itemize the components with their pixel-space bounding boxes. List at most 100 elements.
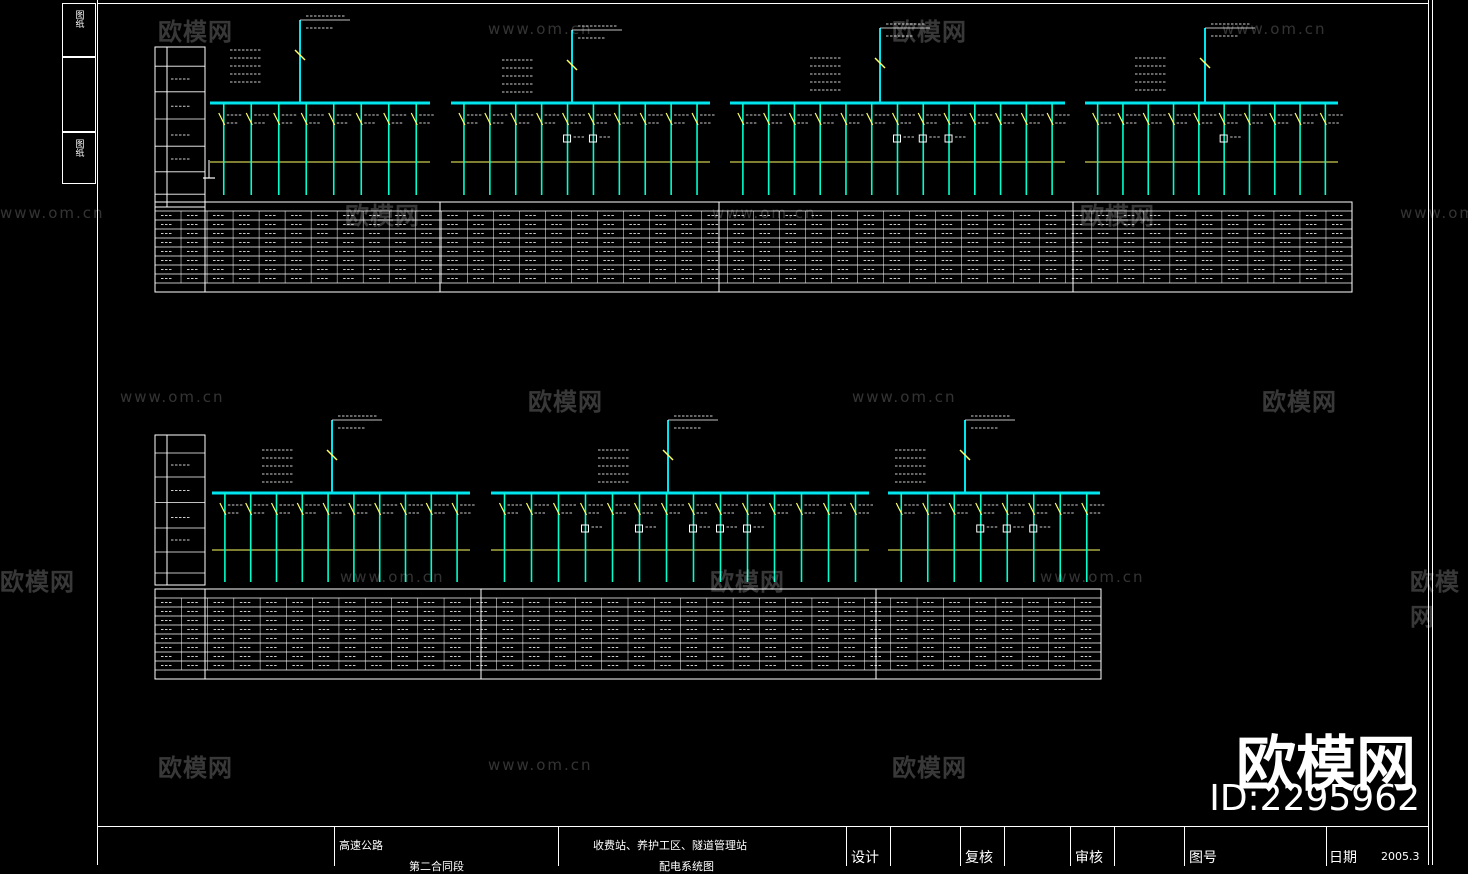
- breaker-icon: [1092, 112, 1100, 126]
- breaker-icon: [218, 112, 226, 126]
- breaker-icon: [1046, 112, 1054, 126]
- legend-panel: [154, 46, 206, 208]
- meter-icon: [581, 524, 589, 533]
- incoming-breaker-icon: [566, 59, 578, 71]
- title-block-design-sign: [890, 827, 960, 866]
- breaker-icon: [355, 112, 363, 126]
- breaker-icon: [425, 502, 433, 516]
- breaker-icon: [714, 502, 723, 516]
- breaker-icon: [451, 502, 459, 516]
- project-section: 第二合同段: [409, 860, 464, 873]
- breaker-icon: [579, 502, 588, 516]
- breaker-icon: [866, 112, 874, 126]
- meter-icon: [1002, 524, 1011, 533]
- meter-icon: [1029, 524, 1038, 533]
- legend-panel: [154, 434, 206, 586]
- meter-icon: [563, 134, 572, 143]
- breaker-icon: [525, 502, 534, 516]
- drawing-subtitle: 配电系统图: [659, 860, 714, 873]
- brand-logo: 欧模网: [1236, 730, 1416, 800]
- title-block-approve-cell: 审核: [1070, 827, 1114, 866]
- breaker-icon: [943, 112, 951, 126]
- breaker-icon: [219, 502, 227, 516]
- meter-icon: [716, 524, 724, 533]
- title-block-drawing-cell: 收费站、养护工区、隧道管理站 配电系统图: [558, 827, 846, 873]
- breaker-icon: [795, 502, 804, 516]
- breaker-icon: [922, 502, 930, 516]
- breaker-icon: [536, 112, 544, 126]
- breaker-icon: [840, 112, 848, 126]
- breaker-icon: [1081, 502, 1089, 516]
- breaker-icon: [1001, 502, 1009, 516]
- title-block-design-cell: 设计: [846, 827, 890, 866]
- breaker-icon: [374, 502, 382, 516]
- breaker-icon: [814, 112, 822, 126]
- side-tab-label: 图纸: [73, 139, 84, 157]
- review-label: 复核: [965, 850, 993, 866]
- breaker-icon: [1319, 112, 1327, 126]
- breaker-icon: [1117, 112, 1125, 126]
- breaker-icon: [1193, 112, 1201, 126]
- breaker-icon: [587, 112, 595, 126]
- incoming-breaker-icon: [326, 449, 338, 461]
- breaker-icon: [737, 112, 745, 126]
- title-block-review-sign: [1004, 827, 1070, 866]
- title-block-approve-sign: [1114, 827, 1184, 866]
- design-label: 设计: [851, 850, 879, 866]
- breaker-icon: [1243, 112, 1251, 126]
- breaker-icon: [383, 112, 391, 126]
- meter-icon: [918, 134, 927, 143]
- breaker-icon: [639, 112, 647, 126]
- breaker-icon: [552, 502, 561, 516]
- breaker-icon: [822, 502, 831, 516]
- breaker-icon: [1054, 502, 1062, 516]
- breaker-icon: [741, 502, 750, 516]
- breaker-icon: [917, 112, 925, 126]
- breaker-icon: [763, 112, 771, 126]
- incoming-breaker-icon: [1199, 57, 1211, 69]
- meter-icon: [689, 524, 697, 533]
- breaker-icon: [1168, 112, 1176, 126]
- drawing-no-label: 图号: [1189, 850, 1217, 866]
- meter-icon: [635, 524, 643, 533]
- breaker-icon: [687, 502, 696, 516]
- approve-label: 审核: [1075, 850, 1103, 866]
- meter-icon: [1219, 134, 1228, 143]
- side-tab-middle: [62, 57, 96, 132]
- breaker-icon: [562, 112, 570, 126]
- breaker-icon: [328, 112, 336, 126]
- title-block-review-cell: 复核: [960, 827, 1004, 866]
- breaker-icon: [296, 502, 304, 516]
- breaker-icon: [633, 502, 642, 516]
- breaker-icon: [969, 112, 977, 126]
- breaker-icon: [348, 502, 356, 516]
- breaker-icon: [1028, 502, 1036, 516]
- date-label: 日期: [1329, 850, 1357, 866]
- meter-icon: [976, 524, 985, 533]
- breaker-icon: [895, 502, 903, 516]
- breaker-icon: [1142, 112, 1150, 126]
- breaker-icon: [410, 112, 418, 126]
- breaker-icon: [768, 502, 777, 516]
- breaker-icon: [788, 112, 796, 126]
- breaker-icon: [1020, 112, 1028, 126]
- frame-right-border: [1428, 0, 1429, 865]
- project-name: 高速公路: [339, 839, 383, 852]
- meter-icon: [893, 134, 901, 143]
- breaker-icon: [510, 112, 518, 126]
- breaker-icon: [665, 112, 673, 126]
- breaker-icon: [399, 502, 408, 516]
- incoming-breaker-icon: [874, 57, 886, 69]
- drawing-title: 收费站、养护工区、隧道管理站: [593, 839, 747, 852]
- side-tab-top: 图纸: [62, 3, 96, 57]
- breaker-icon: [484, 112, 492, 126]
- breaker-icon: [975, 502, 983, 516]
- incoming-breaker-icon: [294, 49, 306, 61]
- breaker-icon: [300, 112, 308, 126]
- title-block-project-cell: 高速公路 第二合同段: [334, 827, 558, 873]
- meter-icon: [588, 134, 597, 143]
- frame-margin-line: [1432, 0, 1433, 865]
- brand-id: ID:2295962: [1209, 778, 1420, 819]
- breaker-icon: [660, 502, 669, 516]
- breaker-icon: [1294, 112, 1302, 126]
